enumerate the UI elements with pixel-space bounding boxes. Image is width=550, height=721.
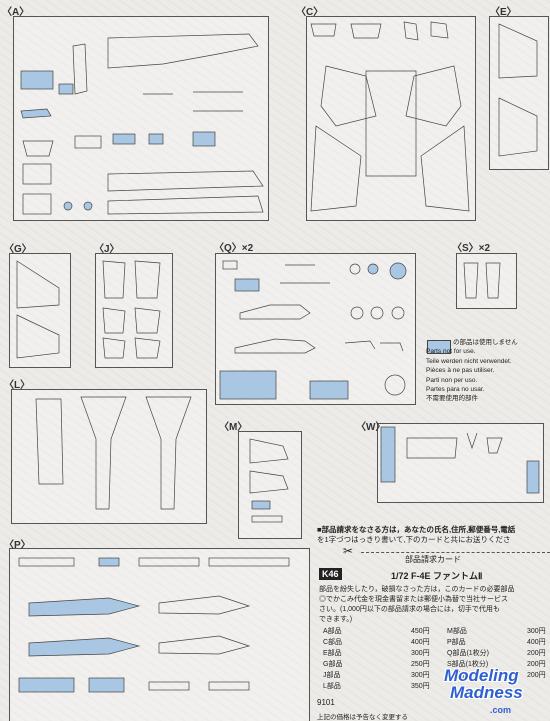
- sprue-c-parts: [310, 21, 470, 212]
- card-body2: ◎でかこみ代金を現金書留または郵便小為替で当社サービス: [319, 596, 508, 603]
- card-badge: K46: [319, 568, 342, 580]
- sprue-s-parts: [463, 262, 501, 299]
- card-dash-line: [361, 552, 550, 553]
- scissors-icon: ✂: [343, 544, 354, 558]
- sprue-w-label: 〈W〉: [356, 422, 386, 433]
- card-body3: さい。(1,000円以下の部品請求の場合には，切手で代用も: [319, 606, 500, 613]
- sprue-m-label: 〈M〉: [219, 422, 248, 433]
- sprue-l-parts: [35, 396, 192, 510]
- card-line2: を1字づつはっきり書いて,下のカードと共にお送りくださ: [317, 535, 511, 544]
- not-for-use-swatch: [427, 340, 451, 354]
- sprue-a-parts: [20, 33, 264, 215]
- card-body4: できます。): [319, 616, 353, 623]
- price-row: S部品(1枚分)200円: [447, 661, 546, 668]
- sprue-c-frame: [306, 16, 476, 221]
- legend-jp: の部品は使用しません: [453, 339, 518, 346]
- sprue-e-parts: [498, 23, 538, 157]
- not-for-use-legend: の部品は使用しません Parts not for use. Teile werd…: [426, 338, 550, 404]
- sprue-g-frame: [9, 253, 71, 368]
- legend-de: Teile werden nicht verwendet.: [426, 357, 512, 365]
- sprue-j-label: 〈J〉: [94, 244, 120, 255]
- sprue-j-frame: [95, 253, 173, 368]
- price-row: Q部品(1枚分)200円: [447, 650, 546, 657]
- sprue-m-frame: [238, 431, 302, 539]
- sprue-a-label: 〈A〉: [2, 7, 30, 18]
- sprue-q-parts: [219, 260, 407, 400]
- watermark-line3: .com: [490, 705, 512, 715]
- sprue-g-label: 〈G〉: [4, 244, 32, 255]
- sprue-j-parts: [102, 260, 161, 359]
- legend-es: Partes para no usar.: [426, 386, 485, 394]
- card-header: ■部品請求をなさる方は，あなたの氏名,住所,郵便番号,電話: [317, 525, 516, 534]
- card-model: 1/72 F-4E ファントムⅡ: [391, 571, 483, 581]
- card-body1: 部品を紛失したり，破損なさった方は，このカードの必要部品: [319, 586, 515, 593]
- sprue-m-parts: [249, 438, 289, 523]
- legend-zh: 不需要使用的部件: [426, 395, 478, 403]
- card-code: 9101: [317, 698, 335, 707]
- sprue-e-label: 〈E〉: [490, 7, 517, 18]
- watermark-line1: Modeling: [444, 666, 519, 685]
- sprue-w-parts: [380, 426, 540, 494]
- legend-en: Parts not for use.: [426, 348, 476, 356]
- watermark-line2: Madness: [450, 683, 523, 702]
- sprue-w-frame: [377, 423, 544, 503]
- card-footer: 上記の価格は予告なく変更する: [317, 714, 408, 721]
- sprue-s-label: 〈S〉×2: [452, 243, 491, 254]
- sprue-q-label: 〈Q〉×2: [214, 243, 254, 254]
- site-watermark: Modeling Madness .com: [440, 660, 550, 721]
- sprue-p-parts: [18, 557, 290, 693]
- legend-fr: Pièces à ne pas utiliser.: [426, 367, 495, 375]
- sprue-l-label: 〈L〉: [4, 380, 31, 391]
- legend-it: Parti non per uso.: [426, 376, 478, 384]
- sprue-s-frame: [456, 253, 517, 309]
- sprue-p-label: 〈P〉: [4, 540, 31, 551]
- card-title: 部品請求カード: [405, 555, 461, 564]
- sprue-g-parts: [16, 260, 60, 359]
- sprue-c-label: 〈C〉: [296, 7, 324, 18]
- parts-request-card: ■部品請求をなさる方は，あなたの氏名,住所,郵便番号,電話 を1字づつはっきり書…: [313, 520, 550, 721]
